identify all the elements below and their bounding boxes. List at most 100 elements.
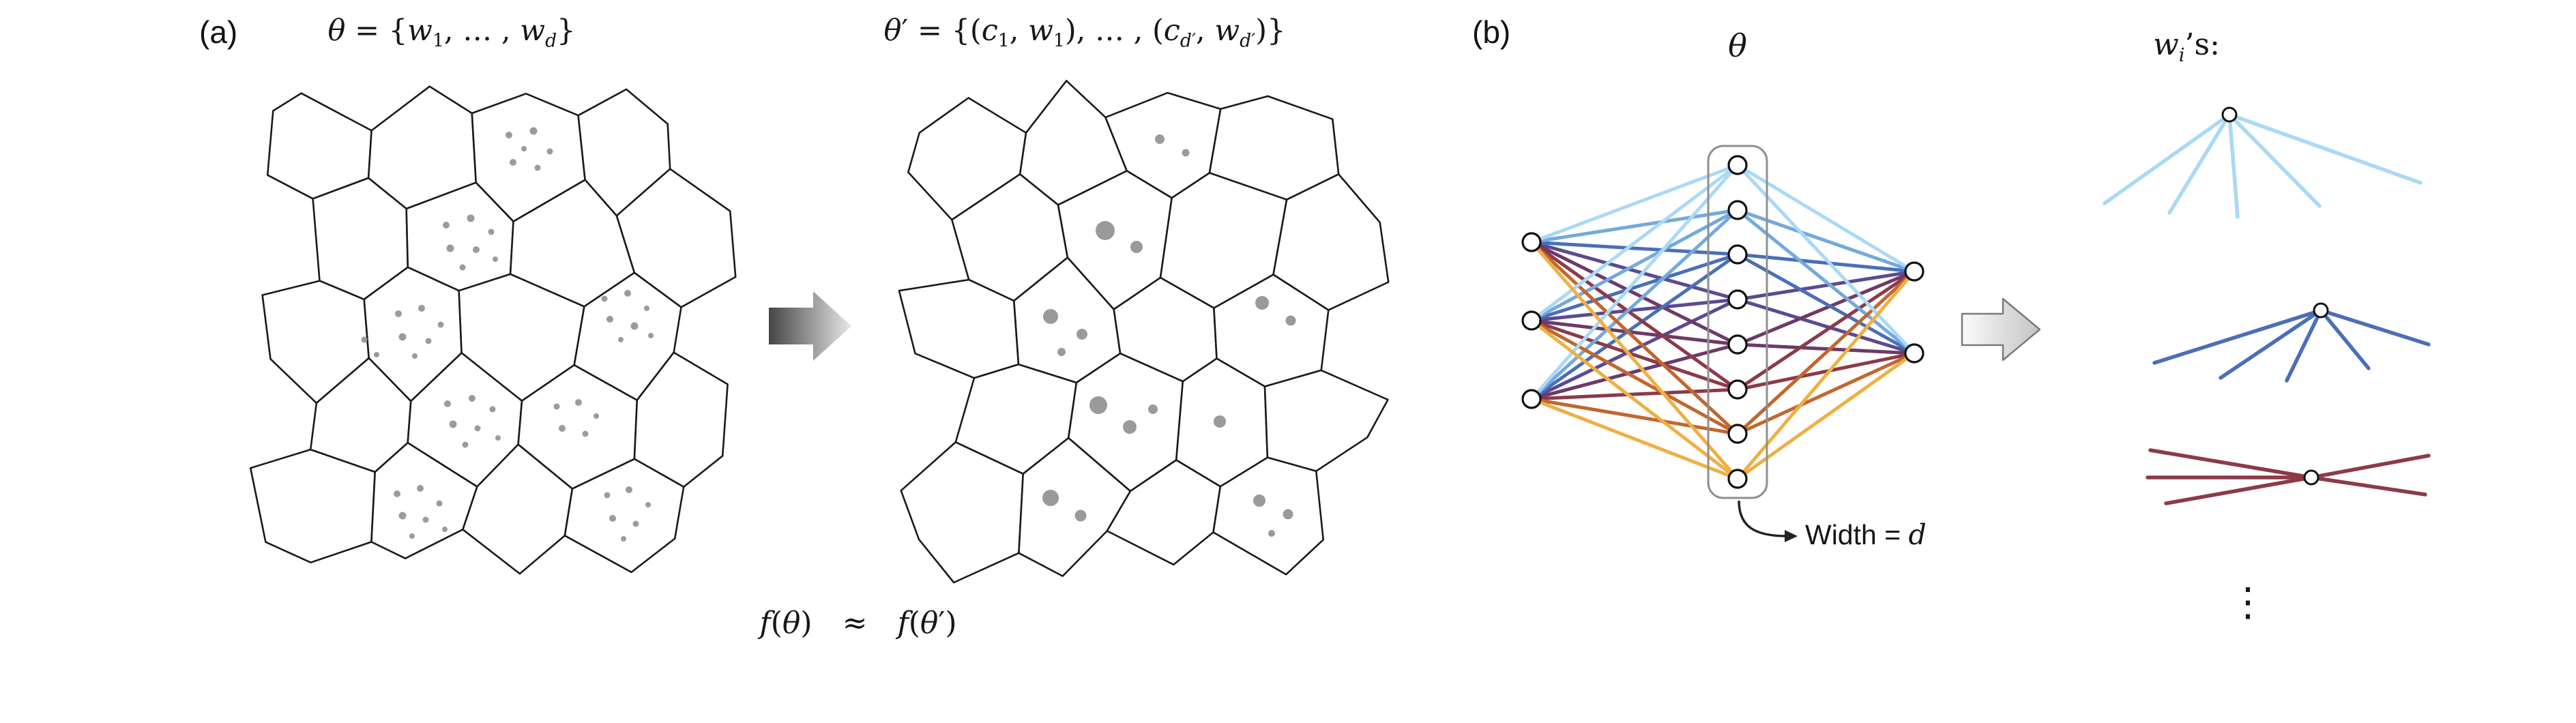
network-edge <box>1530 240 1739 392</box>
network-edge <box>1530 208 1739 323</box>
network-node <box>1904 343 1924 364</box>
tessellation-cell <box>1263 369 1389 473</box>
weight-dot <box>361 336 368 343</box>
weight-dot <box>1285 315 1296 326</box>
weight-dot <box>1130 241 1143 253</box>
width-pointer-arrow <box>1738 500 1788 537</box>
network-edge <box>1530 319 1739 480</box>
weight-dot <box>1155 134 1165 144</box>
tessellation-cell <box>1212 456 1324 576</box>
weight-dot <box>575 399 582 406</box>
weight-dot <box>601 295 608 302</box>
weight-dot <box>1268 530 1275 537</box>
network-edge <box>1530 164 1739 400</box>
tessellation-cell <box>898 278 1020 379</box>
weight-dot <box>1253 495 1265 507</box>
network-node <box>1727 424 1748 444</box>
weight-dot <box>609 515 616 522</box>
weight-dot <box>529 127 538 135</box>
weight-dot <box>521 146 527 151</box>
network-node <box>1727 334 1748 355</box>
network-node <box>1727 155 1748 175</box>
fan-node <box>2313 302 2329 319</box>
weight-dot <box>489 406 496 413</box>
vertical-dots: ⋮ <box>2228 578 2268 625</box>
theta-set-label: θ = {w1, … , wd} <box>327 14 576 52</box>
weight-dot <box>417 485 424 492</box>
weight-dot <box>621 536 626 542</box>
weight-dot <box>553 403 560 410</box>
network-node <box>1521 310 1542 331</box>
weight-dot <box>618 337 624 342</box>
weight-dot <box>394 490 400 497</box>
tessellation-cell <box>249 448 377 564</box>
network-edge <box>1530 252 1739 401</box>
weight-dot <box>459 264 466 271</box>
width-pointer-arrowhead <box>1785 530 1798 542</box>
weight-dot <box>1123 420 1137 434</box>
weight-dot <box>594 413 599 419</box>
weight-dot <box>1255 296 1269 310</box>
network-edge <box>1531 297 1738 323</box>
network-edge <box>1530 164 1739 322</box>
tessellation-right <box>898 80 1390 584</box>
weight-line <box>2219 308 2323 380</box>
weight-dot <box>488 228 495 235</box>
weight-line <box>2152 308 2323 365</box>
weight-line <box>2309 475 2427 497</box>
network-edge <box>1530 319 1739 436</box>
weight-dot <box>395 310 402 317</box>
weight-dot <box>493 256 498 262</box>
weight-dot <box>467 214 475 222</box>
weight-dot <box>604 492 611 499</box>
weight-dot <box>442 527 448 532</box>
network-edge <box>1530 209 1739 400</box>
transform-arrow <box>769 291 851 361</box>
weight-dot <box>374 352 379 357</box>
network-edge <box>1531 240 1738 301</box>
weight-dot <box>398 333 407 341</box>
weight-dot <box>626 486 632 493</box>
weight-dot <box>582 430 589 437</box>
weight-fan-1 <box>2103 106 2423 219</box>
weight-line <box>2164 475 2313 505</box>
weight-dot <box>1057 348 1066 356</box>
weight-dot <box>1042 490 1059 506</box>
tessellation-left <box>249 85 737 575</box>
weight-dot <box>1214 415 1226 428</box>
weight-dot <box>412 353 418 359</box>
fan-node <box>2221 106 2238 123</box>
weight-dot <box>1089 396 1107 414</box>
width-label: Width = d <box>1805 518 1927 551</box>
hidden-layer-theta-label: θ <box>1728 27 1747 64</box>
weight-dot <box>1148 404 1158 414</box>
weight-dot <box>449 420 457 428</box>
network-edge <box>1531 252 1738 323</box>
network-edge <box>1530 240 1739 346</box>
theta-prime-set-label: θ′ = {(c1, w1), … , (cd′, wd′)} <box>883 14 1286 52</box>
weight-vectors-label: wi’s: <box>2153 27 2220 66</box>
weight-dot <box>630 322 639 330</box>
weight-dot <box>469 395 475 402</box>
weight-dot <box>510 159 516 166</box>
weight-dot <box>1096 221 1115 240</box>
weight-dot <box>546 148 553 155</box>
weight-dot <box>436 500 443 507</box>
weight-dot <box>443 222 450 228</box>
network-edge <box>1531 319 1738 392</box>
weight-dot <box>1043 309 1058 324</box>
weight-dot <box>425 338 432 344</box>
network-node <box>1727 469 1748 489</box>
network-node <box>1521 232 1542 252</box>
weight-line <box>2319 308 2431 346</box>
panel-a-label: (a) <box>199 14 238 50</box>
fan-node <box>2303 469 2319 486</box>
weight-fan-2 <box>2152 302 2431 383</box>
network-node <box>1727 244 1748 265</box>
network-edge <box>1531 387 1738 401</box>
weight-line <box>2103 113 2231 205</box>
extract-weights-arrow <box>1961 297 2041 362</box>
tessellation-cell <box>564 458 685 574</box>
network-nodes <box>1521 155 1924 489</box>
